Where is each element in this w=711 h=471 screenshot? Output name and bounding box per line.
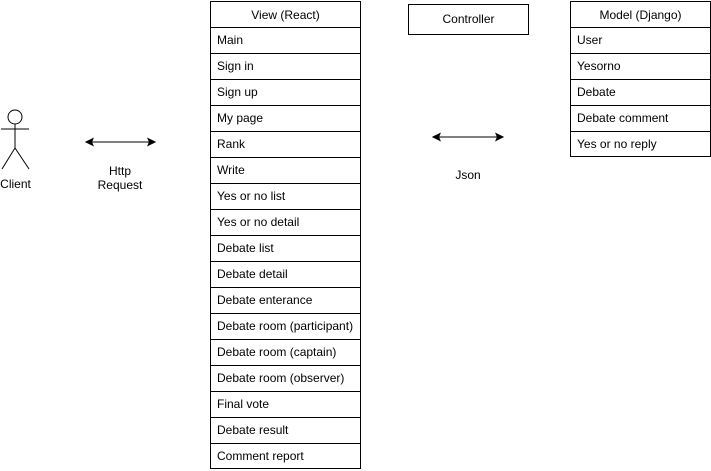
view-item-yes-or-no-detail: Yes or no detail — [211, 210, 360, 236]
model-item-debate-comment: Debate comment — [571, 106, 710, 132]
view-item-debate-detail: Debate detail — [211, 262, 360, 288]
model-item-debate: Debate — [571, 80, 710, 106]
view-item-yes-or-no-list: Yes or no list — [211, 184, 360, 210]
json-label: Json — [455, 168, 481, 182]
model-item-yesorno: Yesorno — [571, 54, 710, 80]
client-actor-icon — [1, 109, 30, 170]
client-label: Client — [0, 177, 31, 191]
view-item-rank: Rank — [211, 132, 360, 158]
model-item-yes-or-no-reply: Yes or no reply — [577, 137, 657, 151]
view-item-debate-room-observer: Debate room (observer) — [211, 366, 360, 392]
model-header: Model (Django) — [571, 2, 710, 28]
json-double-arrow — [431, 132, 505, 142]
model-django-box: Model (Django) User Yesorno Debate Debat… — [570, 1, 711, 157]
view-item-write: Write — [211, 158, 360, 184]
view-item-debate-room-captain: Debate room (captain) — [211, 340, 360, 366]
http-label-line2: Request — [97, 178, 143, 192]
view-item-final-vote: Final vote — [211, 392, 360, 418]
view-item-sign-up: Sign up — [211, 80, 360, 106]
view-react-box: View (React) Main Sign in Sign up My pag… — [210, 1, 361, 469]
view-item-debate-room-participant: Debate room (participant) — [211, 314, 360, 340]
view-item-my-page: My page — [211, 106, 360, 132]
http-label-line1: Http — [108, 164, 131, 178]
controller-box: Controller — [408, 4, 529, 35]
view-item-main: Main — [211, 28, 360, 54]
view-item-sign-in: Sign in — [211, 54, 360, 80]
http-request-label: Http Request — [90, 164, 150, 192]
http-double-arrow — [84, 137, 157, 147]
view-item-debate-result: Debate result — [211, 418, 360, 444]
model-item-user: User — [571, 28, 710, 54]
view-item-debate-list: Debate list — [211, 236, 360, 262]
view-header: View (React) — [211, 2, 360, 28]
view-item-debate-enterance: Debate enterance — [211, 288, 360, 314]
view-item-comment-report: Comment report — [217, 449, 304, 463]
